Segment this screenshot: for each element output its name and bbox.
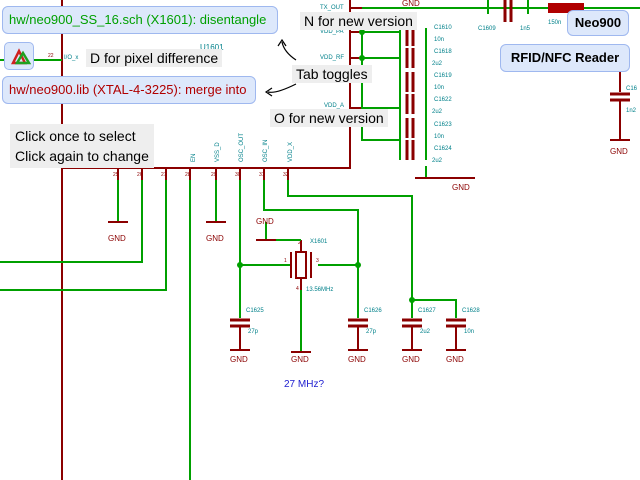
svg-text:10n: 10n	[434, 85, 444, 91]
hint-d-pixel-diff: D for pixel difference	[86, 49, 223, 67]
svg-text:C1624: C1624	[434, 146, 452, 152]
svg-text:C1622: C1622	[434, 97, 452, 103]
triangle-diff-icon	[10, 48, 32, 65]
svg-text:C1618: C1618	[434, 49, 452, 55]
hint-tab-toggles: Tab toggles	[292, 65, 372, 83]
neo900-button[interactable]: Neo900	[567, 10, 629, 36]
file-pill-lib[interactable]: hw/neo900.lib (XTAL-4-3225): merge into	[2, 76, 256, 104]
gnd-labels-bottom: GND GND GND GND	[230, 355, 464, 364]
wire-vdd-x	[287, 180, 413, 318]
svg-text:10n: 10n	[434, 134, 444, 140]
hint-click-select: Click once to select Click again to chan…	[10, 124, 154, 168]
inductor-value: 150n	[548, 20, 561, 26]
cap-right[interactable]: C16 1n2 GND	[610, 60, 638, 156]
svg-text:GND: GND	[230, 355, 248, 364]
svg-text:1: 1	[284, 258, 287, 264]
svg-text:28: 28	[185, 172, 191, 178]
svg-text:C1623: C1623	[434, 122, 452, 128]
rfid-nfc-button[interactable]: RFID/NFC Reader	[500, 44, 630, 72]
hint-click-again: Click again to change	[15, 148, 149, 164]
svg-text:10n: 10n	[464, 329, 474, 335]
svg-text:C1619: C1619	[434, 73, 452, 79]
svg-text:32: 32	[283, 172, 289, 178]
cap-c1627[interactable]: C1627 2u2	[402, 308, 436, 351]
note-27mhz: 27 MHz?	[284, 379, 324, 390]
svg-text:C16: C16	[626, 86, 638, 92]
wire-pin25	[0, 175, 143, 263]
svg-text:31: 31	[259, 172, 265, 178]
svg-text:27: 27	[161, 172, 167, 178]
svg-text:2u2: 2u2	[432, 61, 443, 67]
diff-button[interactable]	[4, 42, 34, 70]
hint-arrows	[264, 38, 297, 97]
gnd-label: GND	[108, 234, 126, 243]
gnd-label: GND	[452, 183, 470, 192]
svg-text:3: 3	[316, 258, 319, 264]
hint-click-once: Click once to select	[15, 128, 136, 144]
hint-n-new-version: N for new version	[300, 12, 417, 30]
inductor[interactable]	[548, 3, 584, 13]
svg-text:4: 4	[296, 286, 299, 292]
svg-text:30: 30	[235, 172, 241, 178]
svg-text:2: 2	[298, 240, 301, 246]
svg-text:C1627: C1627	[418, 308, 436, 314]
svg-text:GND: GND	[610, 147, 628, 156]
gnd-label: GND	[256, 217, 274, 226]
svg-text:GND: GND	[446, 355, 464, 364]
svg-text:VDD_X: VDD_X	[288, 142, 294, 162]
ic-bottom-pin-names: EN VSS_D OSC_OUT OSC_IN VDD_X	[191, 133, 294, 162]
svg-text:2u2: 2u2	[432, 109, 443, 115]
svg-text:C1625: C1625	[246, 308, 264, 314]
cap-c1625[interactable]: C1625 27p	[230, 308, 264, 351]
svg-text:27p: 27p	[366, 329, 377, 335]
svg-text:C1610: C1610	[434, 25, 452, 31]
svg-text:VDD_A: VDD_A	[324, 103, 344, 109]
file-pill-sch[interactable]: hw/neo900_SS_16.sch (X1601): disentangle	[2, 6, 278, 34]
svg-text:29: 29	[211, 172, 217, 178]
wire-vdd-x-2	[412, 299, 457, 318]
svg-text:VDD_PA: VDD_PA	[320, 29, 344, 35]
svg-text:10n: 10n	[434, 37, 444, 43]
left-pin-num: 22	[48, 53, 54, 59]
hint-o-new-version: O for new version	[270, 109, 388, 127]
left-pin-name: I/O_x	[64, 55, 78, 61]
gnd-label: GND	[291, 355, 309, 364]
ic-body	[62, 0, 351, 169]
svg-text:VSS_D: VSS_D	[215, 142, 221, 162]
crystal-freq: 13.56MHz	[306, 287, 333, 293]
ic-bottom-pin-numbers: 25 26 27 28 29 30 31 32	[113, 172, 289, 178]
crystal-x1601[interactable]: X1601 13.56MHz 1 3 2 4	[284, 239, 333, 293]
cap-c1609[interactable]: C1609 1n5	[478, 0, 531, 32]
svg-text:OSC_IN: OSC_IN	[263, 140, 269, 162]
svg-text:2u2: 2u2	[420, 329, 431, 335]
svg-text:25: 25	[113, 172, 119, 178]
cap-stack[interactable]: C1610 10n C1618 2u2 C1619 10n C1622 2u2 …	[399, 25, 452, 164]
crystal-ref: X1601	[310, 239, 328, 245]
svg-text:VDD_RF: VDD_RF	[320, 55, 344, 61]
svg-text:1n5: 1n5	[520, 26, 531, 32]
gnd-label: GND	[206, 234, 224, 243]
svg-text:GND: GND	[402, 355, 420, 364]
ic-ref: U1601	[200, 43, 224, 52]
svg-text:2u2: 2u2	[432, 158, 443, 164]
svg-text:1n2: 1n2	[626, 108, 637, 114]
cap-c1628[interactable]: C1628 10n	[446, 308, 480, 351]
svg-text:26: 26	[137, 172, 143, 178]
svg-text:TX_OUT: TX_OUT	[320, 5, 344, 11]
svg-text:C1628: C1628	[462, 308, 480, 314]
svg-text:EN: EN	[191, 154, 197, 162]
wire-osc-in	[263, 180, 359, 318]
wire-pin27	[0, 175, 167, 291]
cap-c1626[interactable]: C1626 27p	[348, 308, 382, 351]
gnd-label-top: GND	[402, 0, 420, 8]
svg-text:27p: 27p	[248, 329, 259, 335]
svg-text:OSC_OUT: OSC_OUT	[239, 133, 245, 162]
ic-bottom-pins	[117, 168, 289, 180]
svg-text:C1609: C1609	[478, 26, 496, 32]
svg-text:GND: GND	[348, 355, 366, 364]
svg-text:C1626: C1626	[364, 308, 382, 314]
